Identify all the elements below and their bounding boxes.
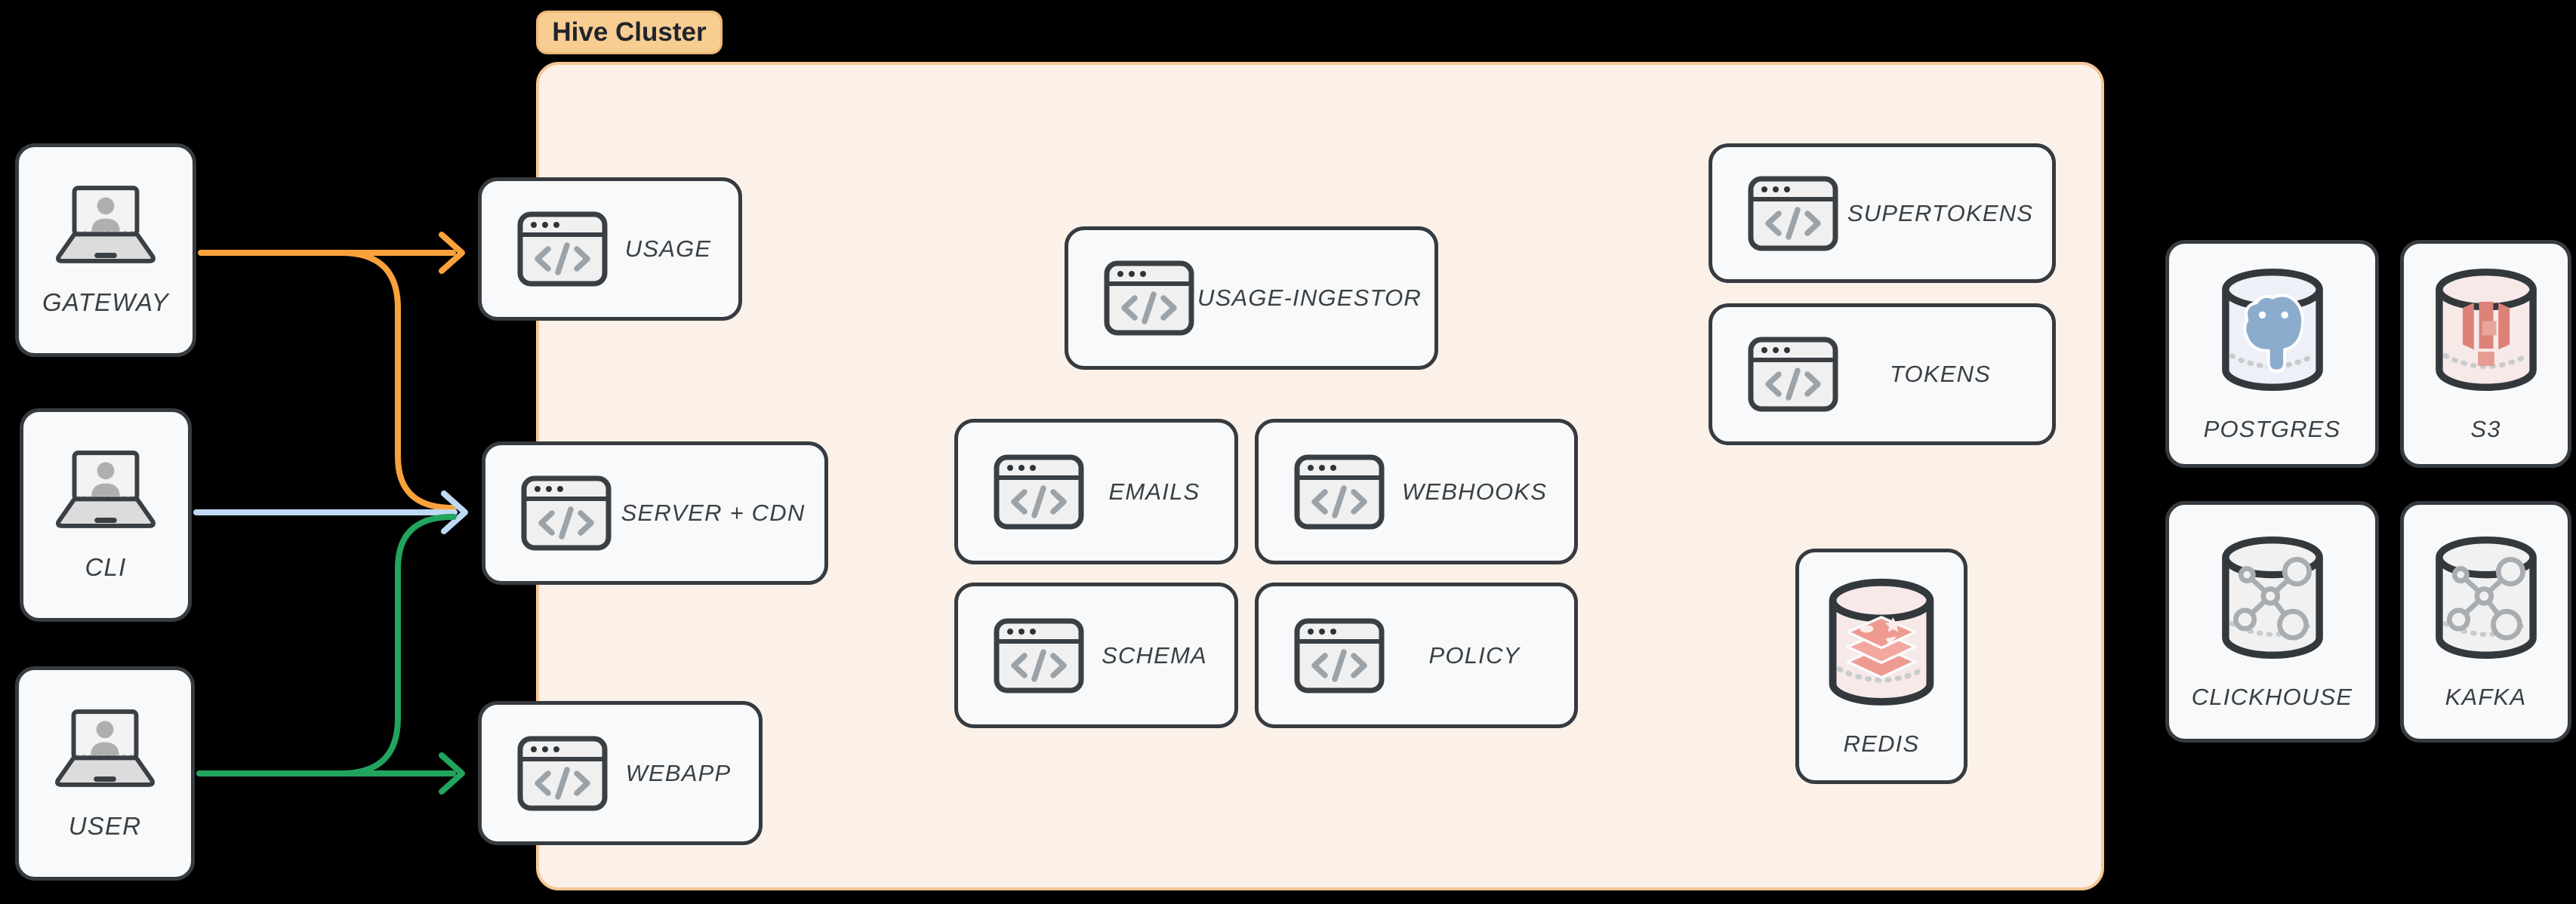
hive-cluster-badge: Hive Cluster <box>536 11 723 54</box>
code-window-icon <box>1747 175 1839 252</box>
actor-cli: CLI <box>20 408 192 622</box>
service-schema: SCHEMA <box>954 583 1238 728</box>
service-label: WEBAPP <box>625 759 732 786</box>
code-window-icon <box>516 735 609 812</box>
edge-gateway-servercdn <box>338 250 457 511</box>
db-label: POSTGRES <box>2203 416 2341 442</box>
arrow-right-icon <box>439 752 465 795</box>
actor-label: GATEWAY <box>42 288 169 316</box>
actor-user: USER <box>15 666 195 881</box>
db-kafka: KAFKA <box>2400 501 2571 743</box>
service-label: SCHEMA <box>1102 641 1207 669</box>
service-label: WEBHOOKS <box>1401 478 1548 505</box>
database-cylinder-icon <box>2211 265 2334 398</box>
service-webhooks: WEBHOOKS <box>1255 419 1578 564</box>
database-cylinder-icon <box>1818 575 1945 712</box>
service-emails: EMAILS <box>954 419 1238 564</box>
actor-label: USER <box>68 811 142 840</box>
db-postgres: POSTGRES <box>2165 240 2379 468</box>
service-label: SUPERTOKENS <box>1847 199 2034 226</box>
service-supertokens: SUPERTOKENS <box>1709 143 2056 283</box>
laptop-user-icon <box>46 448 165 533</box>
service-label: SERVER + CDN <box>621 500 806 526</box>
db-clickhouse: CLICKHOUSE <box>2165 501 2379 743</box>
database-cylinder-icon <box>2211 533 2334 666</box>
code-window-icon <box>993 454 1085 530</box>
edge-user-servercdn <box>338 514 457 776</box>
arrow-right-icon <box>439 232 465 274</box>
hive-cluster-badge-label: Hive Cluster <box>552 17 707 47</box>
code-window-icon <box>1293 617 1385 694</box>
service-label: USAGE-INGESTOR <box>1197 284 1422 311</box>
service-label: USAGE <box>624 235 712 262</box>
service-webapp: WEBAPP <box>478 701 763 845</box>
database-cylinder-icon <box>2425 265 2547 398</box>
code-window-icon <box>520 475 612 552</box>
arrow-right-icon <box>441 490 468 534</box>
service-policy: POLICY <box>1255 583 1578 728</box>
laptop-user-icon <box>46 183 165 269</box>
service-label: TOKENS <box>1889 361 1992 387</box>
db-label: CLICKHOUSE <box>2191 684 2353 710</box>
service-usage: USAGE <box>478 177 742 321</box>
database-cylinder-icon <box>2425 533 2547 666</box>
db-s3: S3 <box>2400 240 2571 468</box>
db-label: REDIS <box>1843 730 1920 757</box>
actor-label: CLI <box>85 553 127 581</box>
code-window-icon <box>1293 454 1385 530</box>
code-window-icon <box>1747 336 1839 413</box>
laptop-user-icon <box>45 707 165 792</box>
code-window-icon <box>993 617 1085 694</box>
service-label: POLICY <box>1428 641 1521 669</box>
service-server-cdn: SERVER + CDN <box>482 441 828 585</box>
db-label: S3 <box>2470 416 2501 442</box>
service-tokens: TOKENS <box>1709 303 2056 445</box>
code-window-icon <box>1103 260 1195 337</box>
db-label: KAFKA <box>2445 684 2527 710</box>
service-label: EMAILS <box>1108 478 1200 505</box>
service-usage-ingestor: USAGE-INGESTOR <box>1065 226 1438 370</box>
code-window-icon <box>516 211 609 287</box>
datastore-redis: REDIS <box>1795 549 1967 784</box>
actor-gateway: GATEWAY <box>15 143 196 357</box>
